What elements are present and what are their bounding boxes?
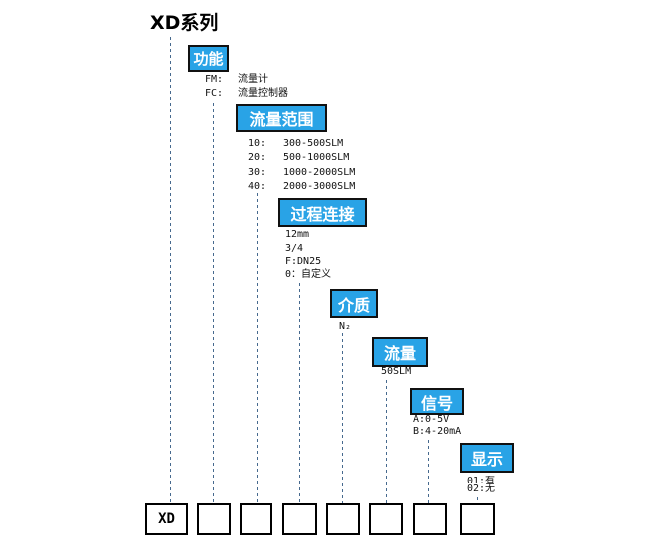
category-box-medium: 介质 xyxy=(330,289,378,318)
connector-line-signal xyxy=(428,440,429,503)
option-desc: N₂ xyxy=(339,321,352,332)
connector-line-flow-range xyxy=(257,193,258,503)
option-code: FC: xyxy=(205,88,224,99)
option-desc: A:0-5V xyxy=(413,414,450,425)
connector-line-process-connection xyxy=(299,283,300,503)
option-row: N₂ xyxy=(339,321,351,332)
category-label: 信号 xyxy=(420,393,453,413)
code-box-value: XD xyxy=(158,511,175,527)
option-row: 30: 1000-2000SLM xyxy=(248,167,355,178)
option-row: B:4-20mA xyxy=(413,426,461,437)
connector-line-function xyxy=(213,103,214,503)
option-row: F:DN25 xyxy=(285,256,321,267)
category-box-display: 显示 xyxy=(460,443,514,473)
option-desc: 2000-3000SLM xyxy=(283,181,356,192)
option-code: 10: xyxy=(248,138,267,149)
option-desc: 3/4 xyxy=(285,243,304,254)
category-box-flow-range: 流量范围 xyxy=(236,104,327,132)
option-code: 20: xyxy=(248,152,267,163)
code-box-signal xyxy=(413,503,447,535)
code-box-series: XD xyxy=(145,503,188,535)
option-desc: F:DN25 xyxy=(285,256,322,267)
option-desc: 流量计 xyxy=(238,74,268,85)
option-desc: 1000-2000SLM xyxy=(283,167,356,178)
option-row: 12mm xyxy=(285,229,309,240)
category-box-signal: 信号 xyxy=(410,388,464,415)
option-row: 50SLM xyxy=(381,366,411,377)
connector-line-series xyxy=(170,37,171,503)
option-desc: 流量控制器 xyxy=(238,88,288,99)
connector-line-medium xyxy=(342,333,343,503)
option-row: 10: 300-500SLM xyxy=(248,138,343,149)
option-desc: 50SLM xyxy=(381,366,412,377)
option-row: A:0-5V xyxy=(413,414,449,425)
option-desc: 02:无 xyxy=(467,483,496,494)
category-label: 功能 xyxy=(193,50,224,68)
option-desc: 300-500SLM xyxy=(283,138,344,149)
category-box-flow: 流量 xyxy=(372,337,428,367)
option-row: 20: 500-1000SLM xyxy=(248,152,349,163)
connector-line-display xyxy=(477,497,478,503)
category-box-function: 功能 xyxy=(188,45,229,72)
option-row: FM: 流量计 xyxy=(205,74,268,85)
category-label: 过程连接 xyxy=(290,204,355,224)
page-title: XD系列 xyxy=(150,12,219,34)
code-box-process-connection xyxy=(282,503,317,535)
category-label: 显示 xyxy=(470,450,503,469)
option-row: 40: 2000-3000SLM xyxy=(248,181,355,192)
connector-line-flow xyxy=(386,380,387,503)
category-label: 流量 xyxy=(383,344,416,363)
category-box-process-connection: 过程连接 xyxy=(278,198,367,227)
option-desc: 500-1000SLM xyxy=(283,152,350,163)
option-row: 0：自定义 xyxy=(285,269,331,280)
option-row: 02:无 xyxy=(467,483,495,494)
option-code: FM: xyxy=(205,74,224,85)
option-row: 3/4 xyxy=(285,243,303,254)
option-row: FC: 流量控制器 xyxy=(205,88,288,99)
category-label: 流量范围 xyxy=(249,110,314,129)
option-desc: 0：自定义 xyxy=(285,269,332,280)
category-label: 介质 xyxy=(337,295,370,315)
option-desc: 12mm xyxy=(285,229,310,240)
code-box-medium xyxy=(326,503,360,535)
code-box-function xyxy=(197,503,231,535)
code-box-flow-range xyxy=(240,503,272,535)
code-box-display xyxy=(460,503,495,535)
option-code: 40: xyxy=(248,181,267,192)
option-desc: B:4-20mA xyxy=(413,426,462,437)
option-row: 01:有 xyxy=(467,476,495,483)
code-box-flow xyxy=(369,503,403,535)
option-code: 30: xyxy=(248,167,267,178)
option-desc: 01:有 xyxy=(467,476,496,483)
